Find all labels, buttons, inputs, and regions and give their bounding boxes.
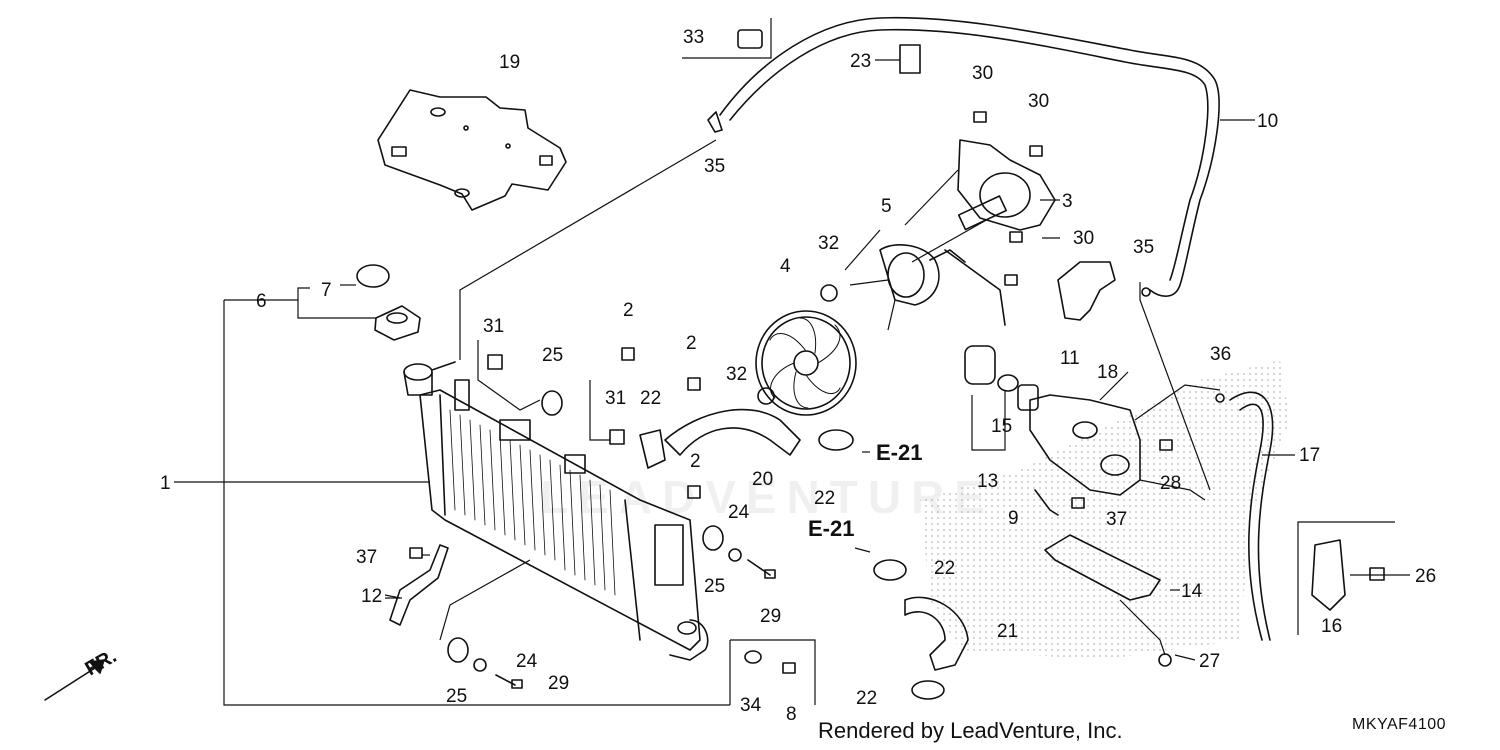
- part-label-7: 7: [321, 280, 332, 301]
- part-label-17: 17: [1299, 445, 1320, 466]
- front-direction-marker: FR.: [82, 645, 121, 680]
- part-label-30: 30: [972, 63, 993, 84]
- part-label-5: 5: [881, 196, 892, 217]
- part-label-32: 32: [726, 364, 747, 385]
- render-credit: Rendered by LeadVenture, Inc.: [818, 718, 1123, 743]
- part-label-30: 30: [1073, 228, 1094, 249]
- part-label-8: 8: [786, 704, 797, 725]
- part-label-27: 27: [1199, 651, 1220, 672]
- part-label-16: 16: [1321, 616, 1342, 637]
- part-label-34: 34: [740, 695, 762, 716]
- part-label-23: 23: [850, 51, 871, 72]
- part-label-22: 22: [856, 688, 877, 709]
- part-label-10: 10: [1257, 111, 1278, 132]
- ref-callout-e21: E-21: [876, 440, 922, 465]
- part-label-24: 24: [728, 502, 750, 523]
- part-label-4: 4: [780, 256, 791, 277]
- part-label-22: 22: [814, 488, 835, 509]
- part-label-9: 9: [1008, 508, 1019, 529]
- part-label-32: 32: [818, 233, 839, 254]
- part-label-25: 25: [704, 576, 725, 597]
- part-label-15: 15: [991, 416, 1012, 437]
- part-label-6: 6: [256, 291, 267, 312]
- part-label-31: 31: [483, 316, 504, 337]
- part-label-24: 24: [516, 651, 538, 672]
- ref-callout-e21: E-21: [808, 516, 854, 541]
- part-label-33: 33: [683, 27, 704, 48]
- part-label-13: 13: [977, 471, 998, 492]
- part-label-29: 29: [548, 673, 569, 694]
- part-label-31: 31: [605, 388, 626, 409]
- part-label-28: 28: [1160, 473, 1181, 494]
- part-label-2: 2: [686, 333, 697, 354]
- diagram-code: MKYAF4100: [1352, 716, 1447, 733]
- part-label-35: 35: [1133, 237, 1154, 258]
- part-label-2: 2: [690, 451, 701, 472]
- part-label-19: 19: [499, 52, 520, 73]
- part-label-30: 30: [1028, 91, 1049, 112]
- line-art: [44, 16, 1385, 701]
- part-label-18: 18: [1097, 362, 1118, 383]
- watermark: LEADVENTURE: [540, 471, 996, 523]
- part-label-2: 2: [623, 300, 634, 321]
- part-label-25: 25: [446, 686, 467, 707]
- part-label-12: 12: [361, 586, 382, 607]
- part-label-3: 3: [1062, 191, 1073, 212]
- leader-lines: [174, 18, 1410, 706]
- part-label-22: 22: [934, 558, 955, 579]
- halftone-frame-region: [920, 360, 1290, 660]
- part-label-25: 25: [542, 345, 563, 366]
- part-label-26: 26: [1415, 566, 1436, 587]
- part-label-1: 1: [160, 473, 171, 494]
- part-label-29: 29: [760, 606, 781, 627]
- part-label-35: 35: [704, 156, 725, 177]
- part-label-22: 22: [640, 388, 661, 409]
- part-label-37: 37: [356, 547, 377, 568]
- part-label-36: 36: [1210, 344, 1231, 365]
- part-label-37: 37: [1106, 509, 1127, 530]
- part-label-21: 21: [997, 621, 1018, 642]
- part-label-20: 20: [752, 469, 773, 490]
- part-label-11: 11: [1060, 348, 1080, 369]
- part-label-14: 14: [1181, 581, 1203, 602]
